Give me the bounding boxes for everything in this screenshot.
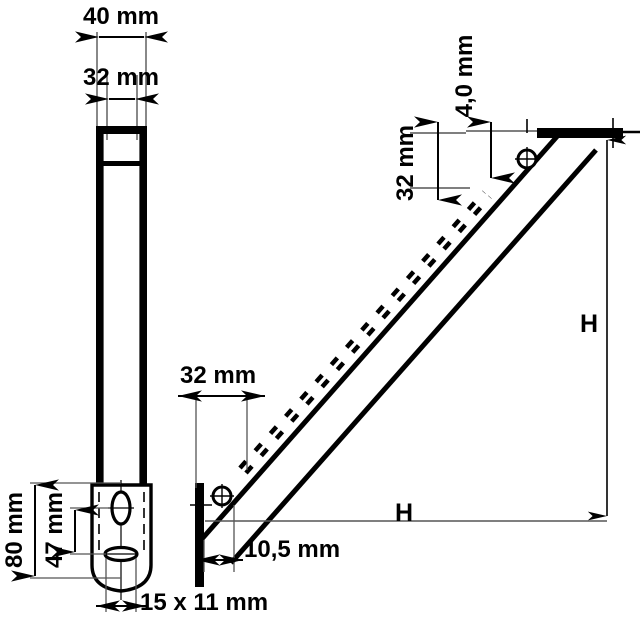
diagonal-strut-upper-edge	[199, 130, 563, 542]
side-view-left	[11, 31, 168, 612]
label-15x11mm: 15 x 11 mm	[140, 589, 268, 616]
label-length-H: H	[395, 499, 413, 527]
label-32mm-top: 32 mm	[83, 64, 159, 91]
strut-slot-dash-row-a	[238, 190, 486, 470]
top-arm-plate	[537, 128, 623, 138]
label-4-0mm: 4,0 mm	[451, 35, 478, 118]
diagonal-strut-lower-edge	[229, 148, 598, 565]
label-80mm: 80 mm	[1, 492, 28, 568]
post-inner-rib	[102, 161, 141, 166]
dimension-labels: 40 mm 32 mm 80 mm 47 mm 15 x 11 mm 32 mm…	[1, 3, 598, 616]
label-40mm: 40 mm	[83, 3, 159, 30]
label-47mm: 47 mm	[41, 492, 68, 568]
label-10-5mm: 10,5 mm	[244, 536, 340, 563]
strut-slot-dash-row-b	[244, 195, 492, 475]
diagonal-strut-slots	[238, 190, 492, 475]
post-left-wall	[96, 133, 103, 489]
post-right-wall	[140, 133, 147, 489]
label-32mm-right: 32 mm	[392, 125, 419, 201]
label-32mm-mid: 32 mm	[180, 362, 256, 389]
post-top-cap	[96, 126, 147, 134]
bracket-view-right	[178, 116, 640, 587]
label-height-H: H	[580, 310, 598, 338]
wall-mount-plate	[195, 483, 204, 587]
